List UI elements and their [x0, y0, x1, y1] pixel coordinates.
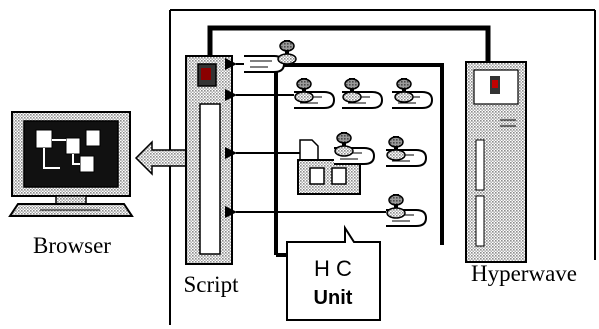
document-group-icon: [297, 139, 361, 195]
server-node-row2-b: [385, 135, 427, 167]
server-node-row2-a: [333, 131, 375, 165]
server-node-row1-c: [391, 77, 433, 109]
server-node-row1-b: [341, 77, 383, 109]
bus-server-node: [243, 39, 297, 73]
script-to-browser-arrow: [134, 140, 191, 176]
label-script: Script: [184, 272, 240, 297]
top-bus-line: [207, 25, 491, 65]
outer-frame: [169, 9, 596, 325]
server-node-row3: [385, 193, 427, 227]
hyperwave-tower-icon: [465, 61, 527, 263]
label-hc-line2: Unit: [314, 287, 353, 309]
label-hc-line1: H C: [314, 256, 352, 281]
label-browser: Browser: [33, 233, 111, 258]
label-hyperwave: Hyperwave: [471, 261, 577, 286]
browser-monitor-icon: [8, 111, 134, 217]
script-block: [185, 55, 233, 265]
server-node-row1-a: [293, 77, 335, 109]
hc-unit-box: [286, 224, 381, 321]
